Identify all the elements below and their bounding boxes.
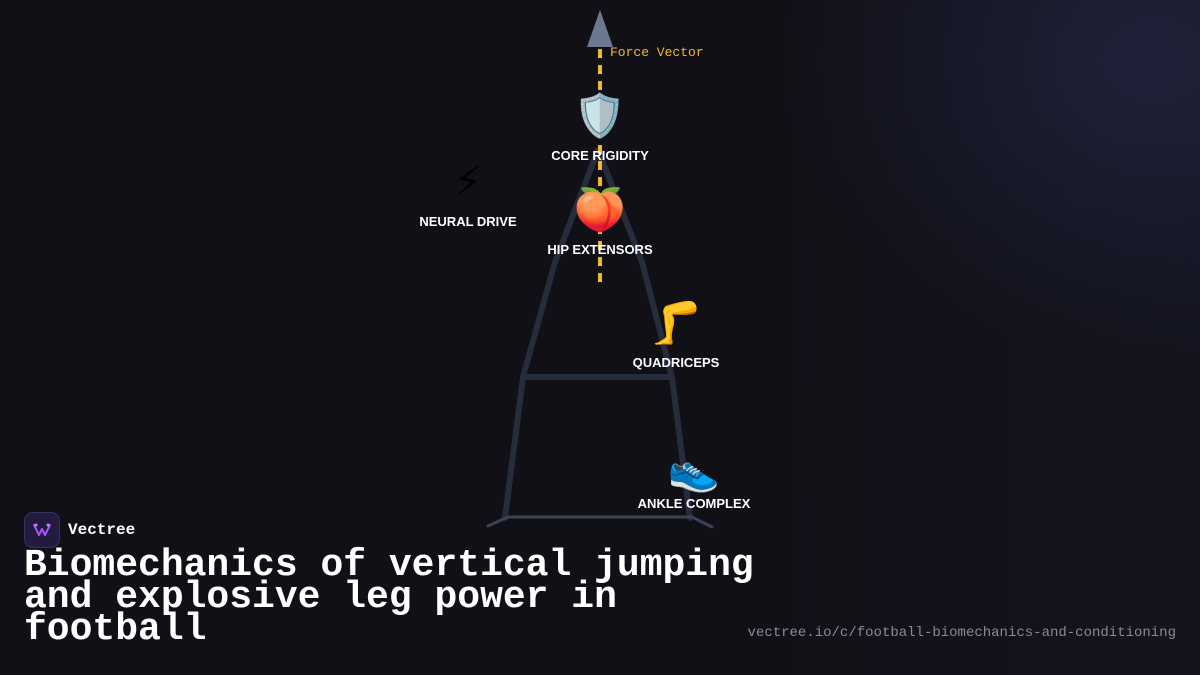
- leg-icon: 🦵: [649, 298, 703, 347]
- node-label-quadriceps: QUADRICEPS: [632, 355, 720, 370]
- source-url: vectree.io/c/football-biomechanics-and-c…: [747, 625, 1176, 641]
- shield-icon: 🛡️: [573, 91, 627, 140]
- brand: Vectree: [24, 512, 135, 548]
- node-label-ankle-complex: ANKLE COMPLEX: [637, 496, 751, 511]
- force-vector-label: Force Vector: [610, 45, 704, 60]
- node-label-core-rigidity: CORE RIGIDITY: [551, 148, 649, 163]
- frame-right-leg: [595, 147, 693, 521]
- force-vector-arrowhead: [587, 10, 613, 47]
- node-label-neural-drive: NEURAL DRIVE: [419, 214, 517, 229]
- lightning-icon: ⚡: [453, 157, 483, 206]
- vectree-logo-icon: [24, 512, 60, 548]
- node-label-hip-extensors: HIP EXTENSORS: [547, 242, 653, 257]
- frame-base: [486, 515, 714, 529]
- page-title: Biomechanics of vertical jumping and exp…: [24, 544, 754, 651]
- brand-name: Vectree: [68, 521, 136, 539]
- sneaker-icon: 👟: [667, 445, 721, 494]
- peach-icon: 🍑: [573, 185, 627, 234]
- frame-left-leg: [502, 147, 601, 521]
